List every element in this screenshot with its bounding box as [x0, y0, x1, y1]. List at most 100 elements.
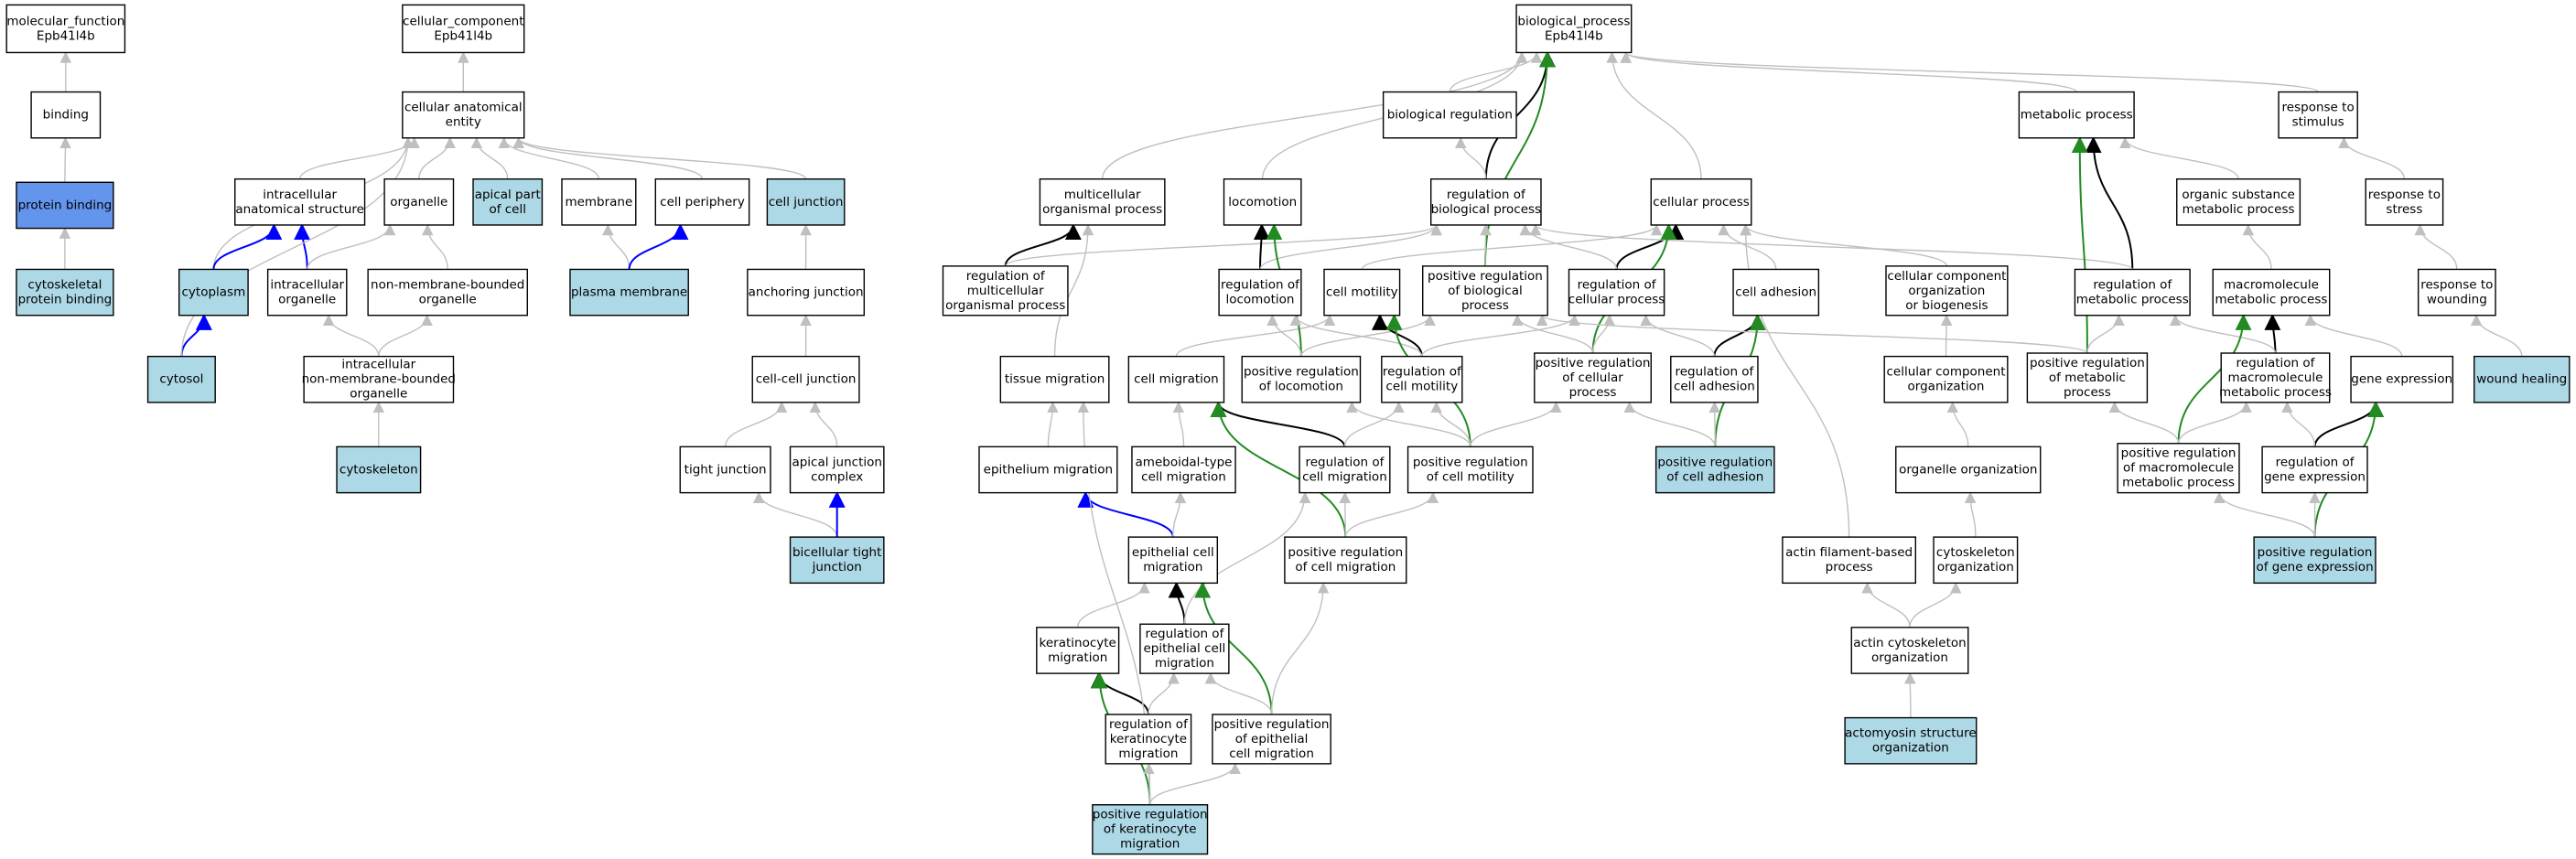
node-binding[interactable]: binding	[30, 91, 102, 139]
node-label-line: membrane	[565, 195, 632, 209]
edge-is-a	[1175, 314, 1336, 357]
node-label-line: complex	[811, 469, 863, 484]
node-label-line: of cell migration	[1295, 560, 1396, 574]
node-label-line: regulation of	[2093, 278, 2172, 293]
node-label-line: molecular_function	[6, 14, 124, 28]
node-label-line: metabolic process	[2076, 293, 2189, 307]
node-label-line: regulation of	[1109, 717, 1189, 732]
node-wound-healing[interactable]: wound healing	[2473, 355, 2571, 403]
edge-regulates	[1371, 313, 1423, 357]
node-intracellular-nmb-organelle[interactable]: intracellularnon-membrane-boundedorganel…	[302, 355, 456, 403]
node-cell-migration[interactable]: cell migration	[1127, 355, 1225, 403]
edge-is-a	[1640, 314, 1716, 357]
node-gene-expression[interactable]: gene expression	[2350, 355, 2454, 403]
node-cytosol[interactable]: cytosol	[146, 355, 216, 403]
node-protein-binding[interactable]: protein binding	[16, 181, 114, 230]
node-label-line: metabolic process	[2215, 293, 2327, 307]
node-cytoskeleton[interactable]: cytoskeleton	[336, 446, 422, 494]
node-organelle-organization[interactable]: organelle organization	[1895, 446, 2042, 494]
node-label-line: stress	[2386, 202, 2422, 217]
node-plasma-membrane[interactable]: plasma membrane	[569, 268, 689, 317]
node-tight-junction[interactable]: tight junction	[679, 446, 771, 494]
node-cell-adhesion[interactable]: cell adhesion	[1732, 268, 1820, 317]
edge-is-a	[2108, 401, 2180, 444]
edge-positively-regulates	[1194, 581, 1273, 715]
node-biological-regulation[interactable]: biological regulation	[1382, 91, 1517, 139]
node-epithelium-migration[interactable]: epithelium migration	[978, 446, 1118, 494]
node-cytoplasm[interactable]: cytoplasm	[178, 268, 249, 317]
node-tissue-migration[interactable]: tissue migration	[999, 355, 1110, 403]
node-membrane[interactable]: membrane	[561, 177, 637, 226]
node-cellular-process[interactable]: cellular process	[1650, 177, 1752, 226]
node-box	[2018, 91, 2135, 139]
node-metabolic-process[interactable]: metabolic process	[2018, 91, 2135, 139]
node-cell-junction[interactable]: cell junction	[766, 177, 846, 226]
node-anchoring-junction[interactable]: anchoring junction	[747, 268, 866, 317]
node-label-line: positive regulation	[1093, 808, 1208, 822]
edge-is-a	[1511, 314, 1594, 354]
edge-is-a	[1101, 51, 1528, 179]
node-label-line: binding	[43, 108, 89, 123]
node-cell-motility[interactable]: cell motility	[1323, 268, 1401, 317]
node-label-line: cytoplasm	[182, 285, 246, 300]
node-box	[146, 355, 216, 403]
node-locomotion[interactable]: locomotion	[1223, 177, 1302, 226]
node-label-line: migration	[1120, 837, 1180, 852]
node-cell-periphery[interactable]: cell periphery	[654, 177, 750, 226]
edge-is-a	[1470, 401, 1562, 447]
node-label-line: metabolic process	[2219, 385, 2332, 400]
node-organelle[interactable]: organelle	[383, 177, 455, 226]
node-label-line: organelle organization	[1899, 462, 2037, 477]
node-cell-cell-junction[interactable]: cell-cell junction	[751, 355, 860, 403]
